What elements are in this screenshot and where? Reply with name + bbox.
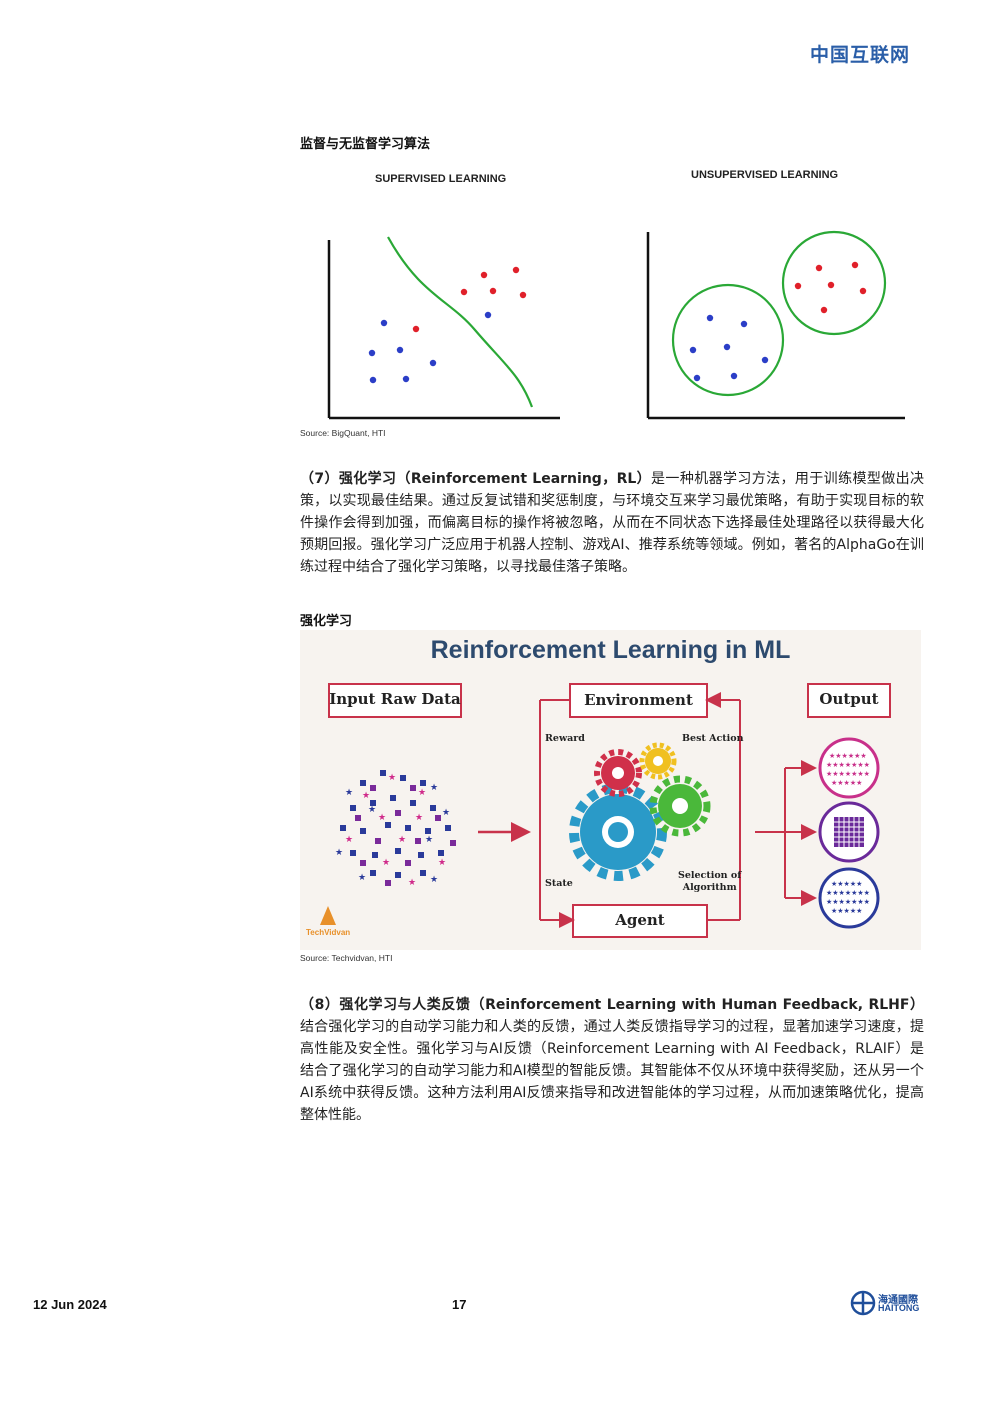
figure2-title: 强化学习 — [300, 614, 353, 629]
figure1-source: Source: BigQuant, HTI — [300, 428, 386, 438]
haitong-logo: 海通國際 HAITONG — [850, 1289, 930, 1317]
haitong-logo-en: HAITONG — [878, 1303, 920, 1313]
footer-page-number: 17 — [452, 1297, 467, 1312]
section8-paragraph: （8）强化学习与人类反馈（Reinforcement Learning with… — [300, 994, 924, 1126]
figure1-title: 监督与无监督学习算法 — [300, 137, 431, 152]
svg-text:★★★★★★★: ★★★★★★★ — [826, 889, 870, 897]
report-header-title: 中国互联网 — [809, 44, 910, 66]
input-raw-data-label: Input Raw Data — [329, 690, 461, 708]
svg-text:★★★★★: ★★★★★ — [831, 779, 862, 787]
state-label: State — [545, 878, 573, 889]
svg-text:★: ★ — [398, 834, 406, 844]
svg-text:★: ★ — [358, 872, 366, 882]
svg-text:★: ★ — [382, 857, 390, 867]
techvidvan-logo-icon — [320, 906, 336, 925]
svg-text:★: ★ — [388, 772, 396, 782]
section8-body: 结合强化学习的自动学习能力和人类的反馈，通过人类反馈指导学习的过程，显著加速学习… — [300, 1019, 924, 1123]
svg-text:★★★★★: ★★★★★ — [831, 880, 862, 888]
haitong-logo-cn: 海通國際 — [878, 1295, 918, 1306]
svg-text:★: ★ — [418, 787, 426, 797]
section7-paragraph: （7）强化学习（Reinforcement Learning，RL）是一种机器学… — [300, 468, 924, 578]
section7-body: 是一种机器学习方法，用于训练模型做出决策，以实现最佳结果。通过反复试错和奖惩制度… — [300, 471, 924, 575]
reward-label: Reward — [545, 733, 585, 744]
learning-scatter-plots — [327, 230, 905, 420]
svg-text:★: ★ — [345, 787, 353, 797]
svg-text:★★★★★: ★★★★★ — [831, 907, 862, 915]
svg-text:★: ★ — [362, 790, 370, 800]
rl-banner-title: Reinforcement Learning in ML — [430, 636, 791, 664]
svg-text:★: ★ — [345, 834, 353, 844]
rl-diagram-graphics: ★★★★ ★★★★ ★★ ★★★★ ★★★★ — [320, 683, 891, 938]
rl-diagram: Reinforcement Learning in ML — [300, 630, 921, 950]
gear-icon — [569, 742, 711, 881]
haitong-logo-icon — [850, 1290, 876, 1316]
svg-text:★: ★ — [335, 847, 343, 857]
svg-text:★: ★ — [438, 857, 446, 867]
figure2-source: Source: Techvidvan, HTI — [300, 953, 393, 963]
svg-text:★: ★ — [425, 834, 433, 844]
techvidvan-logo-text: TechVidvan — [306, 928, 351, 937]
unsupervised-label: UNSUPERVISED LEARNING — [691, 169, 839, 181]
svg-text:★: ★ — [442, 807, 450, 817]
agent-label: Agent — [615, 911, 665, 929]
svg-text:★: ★ — [408, 877, 416, 887]
environment-label: Environment — [584, 691, 693, 709]
svg-text:★: ★ — [378, 812, 386, 822]
supervised-label: SUPERVISED LEARNING — [375, 173, 507, 185]
selection-line2: Algorithm — [682, 882, 737, 893]
svg-text:★: ★ — [415, 812, 423, 822]
best-action-label: Best Action — [682, 733, 744, 744]
figure1-image: SUPERVISED LEARNING UNSUPERVISED LEARNIN… — [300, 165, 924, 425]
svg-text:★★★★★★★: ★★★★★★★ — [826, 761, 870, 769]
svg-text:★: ★ — [430, 874, 438, 884]
section7-heading: （7）强化学习（Reinforcement Learning，RL） — [300, 471, 652, 487]
selection-label: Selection of Algorithm — [678, 870, 741, 894]
svg-text:★★★★★★: ★★★★★★ — [829, 752, 867, 760]
svg-text:★★★★★★★: ★★★★★★★ — [826, 898, 870, 906]
footer-date: 12 Jun 2024 — [33, 1297, 107, 1312]
svg-text:★★★★★★★: ★★★★★★★ — [826, 770, 870, 778]
svg-text:★: ★ — [430, 782, 438, 792]
raw-data-cloud: ★★★★ ★★★★ ★★ ★★★★ ★★★★ — [335, 770, 456, 887]
section8-heading: （8）强化学习与人类反馈（Reinforcement Learning with… — [300, 997, 924, 1013]
output-label: Output — [819, 690, 879, 708]
svg-text:★: ★ — [368, 804, 376, 814]
selection-line1: Selection of — [678, 870, 742, 881]
